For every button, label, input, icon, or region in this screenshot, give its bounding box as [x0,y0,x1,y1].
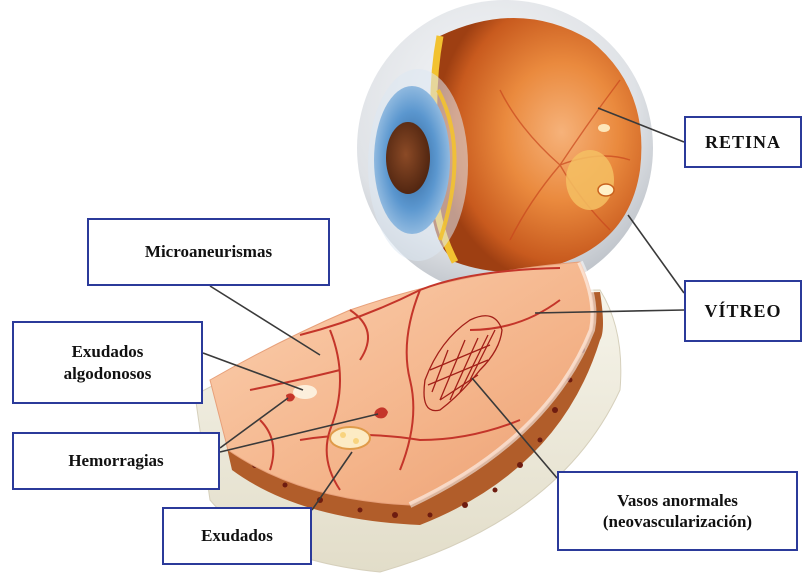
label-exudados-algodonosos: Exudados algodonosos [12,321,203,404]
label-vitreo: VÍTREO [684,280,802,342]
retina-spot-2 [598,124,610,132]
retina-exudate-spot [598,184,614,196]
label-retina: RETINA [684,116,802,168]
pupil [386,122,430,194]
label-microaneurismas: Microaneurismas [87,218,330,286]
optic-disc [566,150,614,210]
label-vasos-anormales: Vasos anormales (neovascularización) [557,471,798,551]
label-hemorragias: Hemorragias [12,432,220,490]
label-exudados: Exudados [162,507,312,565]
hard-exudates [330,427,370,449]
